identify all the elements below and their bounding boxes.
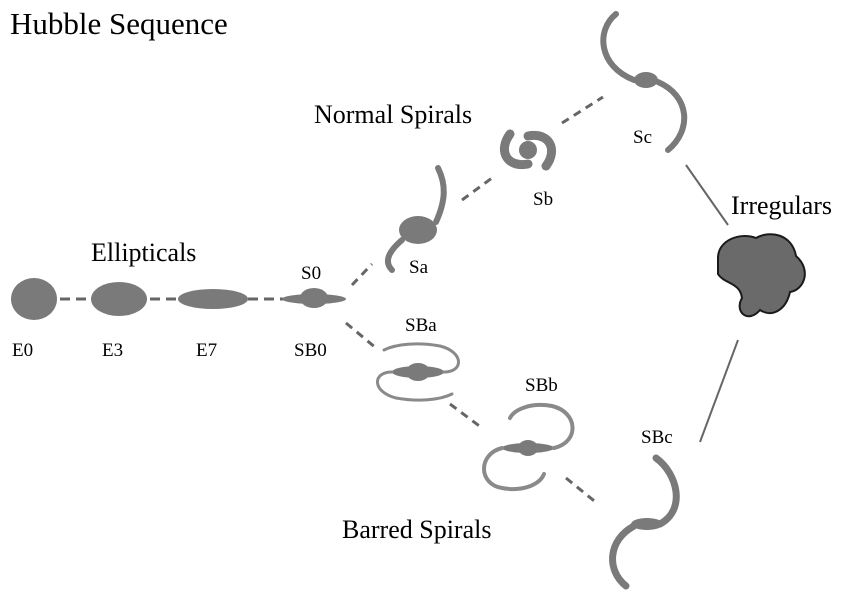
label-sb: Sb bbox=[533, 189, 554, 210]
label-e0: E0 bbox=[12, 340, 34, 361]
ellipticals bbox=[11, 278, 248, 320]
galaxy-s0 bbox=[282, 288, 346, 308]
galaxy-sb bbox=[500, 129, 556, 171]
label-normal-spirals: Normal Spirals bbox=[314, 100, 473, 129]
galaxy-sbb bbox=[482, 403, 575, 491]
label-s0: S0 bbox=[301, 263, 322, 284]
galaxy-sba bbox=[376, 342, 460, 402]
label-sc: Sc bbox=[633, 127, 652, 148]
connector-irr-sbc bbox=[699, 339, 739, 443]
connector-sc-irr bbox=[685, 164, 729, 226]
connectors bbox=[60, 95, 739, 506]
label-e7: E7 bbox=[196, 340, 218, 361]
label-barred-spirals: Barred Spirals bbox=[342, 515, 492, 544]
galaxy-sbc bbox=[609, 454, 680, 590]
galaxy-e0 bbox=[11, 278, 57, 320]
label-sbb: SBb bbox=[525, 375, 558, 396]
connector-s0-sa bbox=[350, 262, 374, 287]
label-ellipticals: Ellipticals bbox=[91, 238, 197, 267]
galaxy-e3 bbox=[91, 282, 147, 316]
diagram-title: Hubble Sequence bbox=[10, 6, 228, 41]
label-sa: Sa bbox=[409, 257, 428, 278]
connector-sa-sb bbox=[461, 176, 493, 202]
connector-sb-sc bbox=[561, 95, 604, 125]
galaxy-irregular bbox=[717, 233, 806, 318]
connector-sbb-sbc bbox=[565, 476, 599, 506]
label-sbc: SBc bbox=[641, 427, 673, 448]
galaxy-sc bbox=[600, 11, 688, 153]
connector-sba-sbb bbox=[449, 402, 483, 430]
galaxy-sa bbox=[384, 165, 447, 273]
galaxy-e7 bbox=[178, 289, 248, 309]
connector-s0-sba bbox=[345, 321, 377, 350]
label-e3: E3 bbox=[102, 340, 124, 361]
label-sba: SBa bbox=[405, 315, 437, 336]
label-irregulars: Irregulars bbox=[731, 191, 833, 220]
label-sb0: SB0 bbox=[294, 340, 327, 361]
